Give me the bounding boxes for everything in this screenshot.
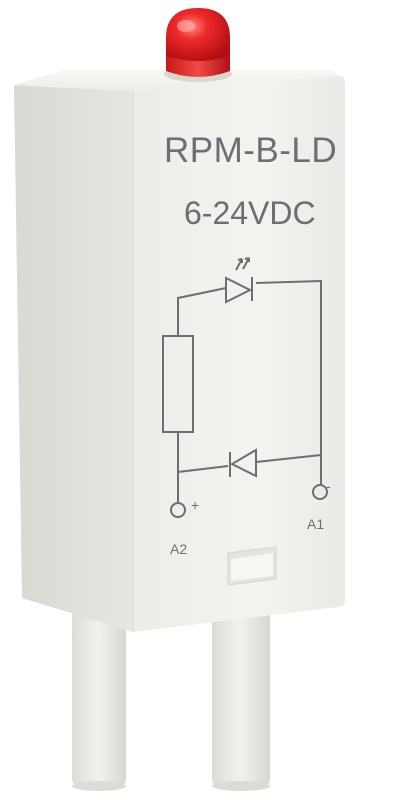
- housing-top: [14, 70, 338, 91]
- connector-pins: [72, 612, 270, 791]
- voltage-label: 6-24VDC: [184, 195, 316, 231]
- pin-minus-polarity: -: [326, 478, 331, 494]
- latch-slot: [227, 546, 277, 586]
- pin-a2-label: A2: [170, 541, 188, 557]
- model-label: RPM-B-LD: [164, 131, 338, 170]
- terminal-icon: [170, 502, 186, 518]
- terminal-icon: [312, 484, 328, 500]
- pin-plus-polarity: +: [191, 497, 200, 513]
- housing-side: [14, 85, 133, 632]
- led-lamp-icon: [164, 8, 232, 82]
- pin-a1-label: A1: [307, 516, 325, 532]
- led-diode-icon: [225, 257, 253, 304]
- pin-right: [212, 612, 270, 787]
- pin-left: [72, 612, 126, 787]
- housing-front: [133, 76, 345, 632]
- circuit-schematic: [162, 257, 328, 518]
- diode-icon: [229, 448, 257, 478]
